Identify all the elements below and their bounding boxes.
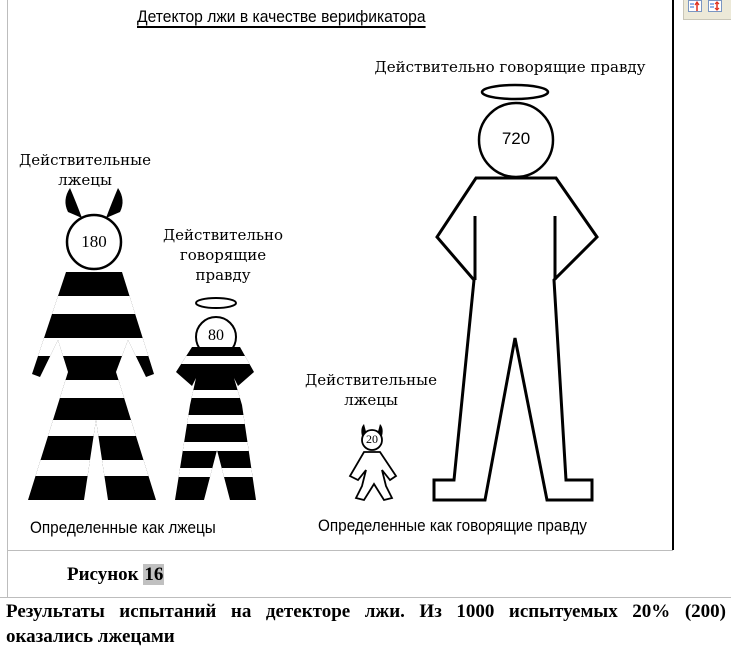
figure-description: Результаты испытаний на детекторе лжи. И…: [6, 601, 726, 647]
label-actual-truthful-1: Действительно говорящие правду: [162, 226, 284, 284]
sort-updown-button[interactable]: [708, 0, 722, 12]
label-actual-truthful-2: Действительно говорящие правду: [374, 58, 646, 76]
group-label-detected-truthful: Определенные как говорящие правду: [318, 516, 587, 535]
sort-up-button[interactable]: [688, 0, 702, 12]
frame-bottom-border: [7, 550, 673, 551]
count-liars-detected: 180: [81, 232, 107, 251]
group-label-detected-liars: Определенные как лжецы: [30, 518, 216, 537]
figure-illustration: [28, 83, 599, 502]
toolbar: [683, 0, 731, 20]
truthful-figure-720: [432, 83, 599, 502]
figure-title: Детектор лжи в качестве верификатора: [137, 7, 426, 26]
frame-left-border: [7, 0, 8, 597]
count-truthful-passed: 720: [501, 129, 531, 148]
figure-caption: Рисунок 16: [67, 564, 165, 586]
liar-figure-20: [348, 424, 398, 502]
label-actual-liars-2: Действительные лжецы: [305, 371, 437, 409]
caption-prefix: Рисунок: [67, 564, 139, 585]
frame-right-border: [672, 0, 674, 550]
table-divider: [0, 597, 731, 598]
label-actual-liars-1: Действительные лжецы: [19, 151, 151, 189]
count-liars-passed: 20: [366, 432, 378, 446]
count-truthful-detected-as-liars: 80: [208, 327, 224, 344]
sort-updown-icon: [710, 1, 720, 11]
caption-number: 16: [143, 564, 165, 585]
sort-up-icon: [690, 1, 700, 11]
